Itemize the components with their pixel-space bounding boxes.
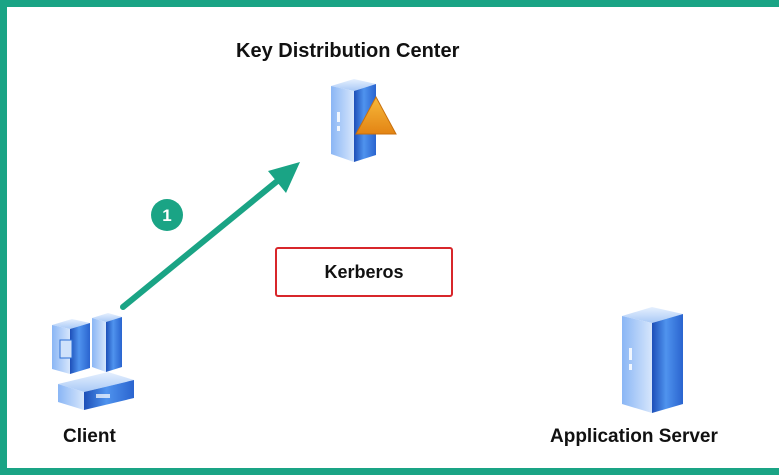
application-server-icon: [622, 307, 683, 413]
flow-arrow-step-1: [120, 162, 300, 310]
kerberos-label: Kerberos: [324, 261, 404, 282]
warning-triangle-icon: [355, 95, 397, 135]
step-badge-1: 1: [151, 199, 183, 231]
kerberos-box: Kerberos: [275, 247, 453, 297]
step-number-1: 1: [162, 206, 171, 225]
application-server-label: Application Server: [550, 426, 718, 447]
kdc-title: Key Distribution Center: [236, 40, 460, 62]
client-label: Client: [63, 426, 116, 447]
client-computer-icon: [52, 313, 134, 410]
